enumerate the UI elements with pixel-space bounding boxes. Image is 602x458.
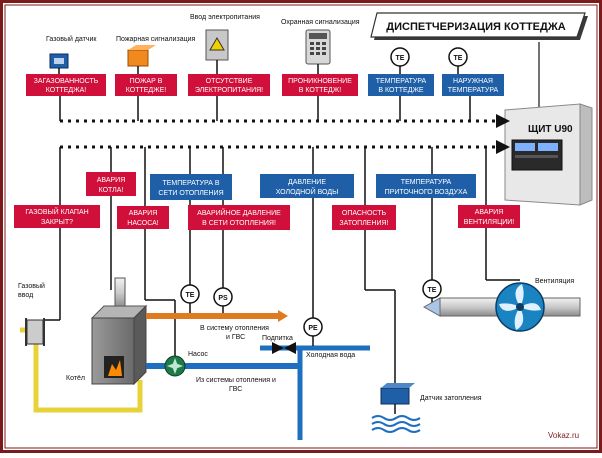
info-text: ТЕМПЕРАТУРА В bbox=[162, 180, 219, 187]
fire-alarm-device: Пожарная сигнализация bbox=[116, 36, 196, 67]
alert-text: НАСОСА! bbox=[127, 220, 158, 227]
page-title: ДИСПЕТЧЕРИЗАЦИЯ КОТТЕДЖА bbox=[386, 21, 566, 33]
title-banner: ДИСПЕТЧЕРИЗАЦИЯ КОТТЕДЖА bbox=[370, 12, 588, 40]
alert-text: ЗАТОПЛЕНИЯ! bbox=[339, 220, 388, 227]
flood-sensor: Датчик затопления bbox=[371, 383, 482, 433]
te-tag: TE bbox=[396, 55, 405, 62]
boiler: Котёл bbox=[66, 277, 148, 386]
info-temp-outside: НАРУЖНАЯ ТЕМПЕРАТУРА bbox=[442, 74, 504, 96]
alert-flood: ОПАСНОСТЬ ЗАТОПЛЕНИЯ! bbox=[332, 205, 396, 230]
te-sensor-supply-air: TE bbox=[422, 279, 442, 299]
pe-tag: PE bbox=[308, 325, 318, 332]
heating-supply-pipe: В систему отопления и ГВС bbox=[146, 310, 288, 341]
ventilation-label: Вентиляция bbox=[535, 278, 574, 285]
cold-water-label: Холодная вода bbox=[306, 352, 355, 359]
alert-power-loss: ОТСУТСТВИЕ ЭЛЕКТРОПИТАНИЯ! bbox=[188, 74, 270, 96]
alert-text: АВАРИЯ bbox=[129, 210, 158, 217]
alert-text: ОТСУТСТВИЕ bbox=[206, 78, 253, 85]
boiler-label: Котёл bbox=[66, 375, 85, 382]
alert-intrusion: ПРОНИКНОВЕНИЕ В КОТТЕДЖ! bbox=[282, 74, 358, 96]
control-panel: ЩИТ U90 bbox=[504, 103, 593, 206]
alert-text: ЗАКРЫТ? bbox=[41, 219, 73, 226]
ps-tag: PS bbox=[218, 295, 228, 302]
alert-text: ОПАСНОСТЬ bbox=[342, 210, 387, 217]
alert-text: КОТТЕДЖЕ! bbox=[126, 87, 167, 94]
alert-text: ПОЖАР В bbox=[130, 78, 163, 85]
alert-text: АВАРИЙНОЕ ДАВЛЕНИЕ bbox=[197, 208, 281, 217]
to-heating-label-2: и ГВС bbox=[226, 334, 245, 341]
alert-text: ЭЛЕКТРОПИТАНИЯ! bbox=[195, 87, 263, 94]
ps-sensor-heating: PS bbox=[213, 287, 233, 307]
watermark: Vokaz.ru bbox=[548, 431, 579, 440]
info-text: В КОТТЕДЖЕ bbox=[378, 87, 423, 94]
alert-text: КОТТЕДЖА! bbox=[46, 87, 87, 94]
cold-water-pipe: Подпитка Холодная вода bbox=[260, 335, 370, 440]
alert-heating-pressure: АВАРИЙНОЕ ДАВЛЕНИЕ В СЕТИ ОТОПЛЕНИЯ! bbox=[188, 205, 290, 230]
inner-frame bbox=[4, 4, 598, 449]
alert-text: ПРОНИКНОВЕНИЕ bbox=[288, 78, 352, 85]
info-text: ТЕМПЕРАТУРА bbox=[401, 179, 452, 186]
te-tag: TE bbox=[454, 55, 463, 62]
alert-ventilation-failure: АВАРИЯ ВЕНТИЛЯЦИИ! bbox=[458, 205, 520, 228]
info-text: СЕТИ ОТОПЛЕНИЯ bbox=[158, 190, 223, 197]
to-heating-label-1: В систему отопления bbox=[200, 325, 269, 332]
alert-text: ГАЗОВЫЙ КЛАПАН bbox=[25, 207, 88, 216]
info-supply-air-temp: ТЕМПЕРАТУРА ПРИТОЧНОГО ВОЗДУХА bbox=[376, 174, 476, 198]
security-alarm-label: Охранная сигнализация bbox=[281, 19, 360, 26]
gas-sensor-label: Газовый датчик bbox=[46, 35, 97, 43]
from-heating-label-1: Из системы отопления и bbox=[196, 377, 276, 384]
flood-sensor-label: Датчик затопления bbox=[420, 395, 482, 402]
alert-boiler-failure: АВАРИЯ КОТЛА! bbox=[86, 172, 136, 196]
alert-text: КОТЛА! bbox=[99, 187, 124, 194]
gas-input-label-2: ввод bbox=[18, 292, 33, 299]
info-temp-house: ТЕМПЕРАТУРА В КОТТЕДЖЕ bbox=[368, 74, 434, 96]
te-sensor-house: TE bbox=[390, 47, 410, 67]
security-keypad-device: Охранная сигнализация bbox=[281, 19, 360, 65]
makeup-label: Подпитка bbox=[262, 335, 293, 342]
power-input-label: Ввод электропитания bbox=[190, 14, 260, 21]
pe-sensor-cold-water: PE bbox=[303, 317, 323, 337]
info-text: ХОЛОДНОЙ ВОДЫ bbox=[276, 187, 339, 196]
alert-text: В КОТТЕДЖ! bbox=[299, 87, 341, 94]
info-cold-water-pressure: ДАВЛЕНИЕ ХОЛОДНОЙ ВОДЫ bbox=[260, 174, 354, 198]
ventilation-fan bbox=[495, 282, 545, 332]
info-text: ПРИТОЧНОГО ВОЗДУХА bbox=[385, 189, 468, 196]
alert-gas-valve: ГАЗОВЫЙ КЛАПАН ЗАКРЫТ? bbox=[14, 205, 100, 228]
power-input-device: Ввод электропитания bbox=[190, 14, 260, 61]
info-text: ДАВЛЕНИЕ bbox=[288, 179, 326, 186]
info-text: НАРУЖНАЯ bbox=[453, 78, 493, 85]
te-tag: TE bbox=[428, 287, 437, 294]
alert-gas-contamination: ЗАГАЗОВАННОСТЬ КОТТЕДЖА! bbox=[26, 74, 106, 96]
alert-text: ВЕНТИЛЯЦИИ! bbox=[464, 219, 515, 226]
panel-label: ЩИТ U90 bbox=[528, 124, 573, 135]
te-tag: TE bbox=[186, 292, 195, 299]
alert-text: ЗАГАЗОВАННОСТЬ bbox=[34, 78, 99, 85]
gas-sensor-device: Газовый датчик bbox=[46, 35, 97, 69]
te-sensor-outside: TE bbox=[448, 47, 468, 67]
alert-text: В СЕТИ ОТОПЛЕНИЯ! bbox=[202, 220, 276, 227]
te-sensor-heating: TE bbox=[180, 284, 200, 304]
pump: Насос bbox=[164, 351, 208, 377]
from-heating-label-2: ГВС bbox=[229, 386, 242, 393]
pump-label: Насос bbox=[188, 351, 208, 358]
gas-input-label-1: Газовый bbox=[18, 282, 45, 290]
info-text: ТЕМПЕРАТУРА bbox=[448, 87, 499, 94]
alert-fire: ПОЖАР В КОТТЕДЖЕ! bbox=[115, 74, 177, 96]
fire-alarm-label: Пожарная сигнализация bbox=[116, 36, 196, 43]
alert-text: АВАРИЯ bbox=[97, 177, 126, 184]
info-heating-temp: ТЕМПЕРАТУРА В СЕТИ ОТОПЛЕНИЯ bbox=[150, 174, 232, 200]
alert-text: АВАРИЯ bbox=[475, 209, 504, 216]
gas-pipe: Газовый ввод bbox=[18, 282, 143, 413]
alert-pump-failure: АВАРИЯ НАСОСА! bbox=[117, 206, 169, 229]
info-text: ТЕМПЕРАТУРА bbox=[376, 78, 427, 85]
